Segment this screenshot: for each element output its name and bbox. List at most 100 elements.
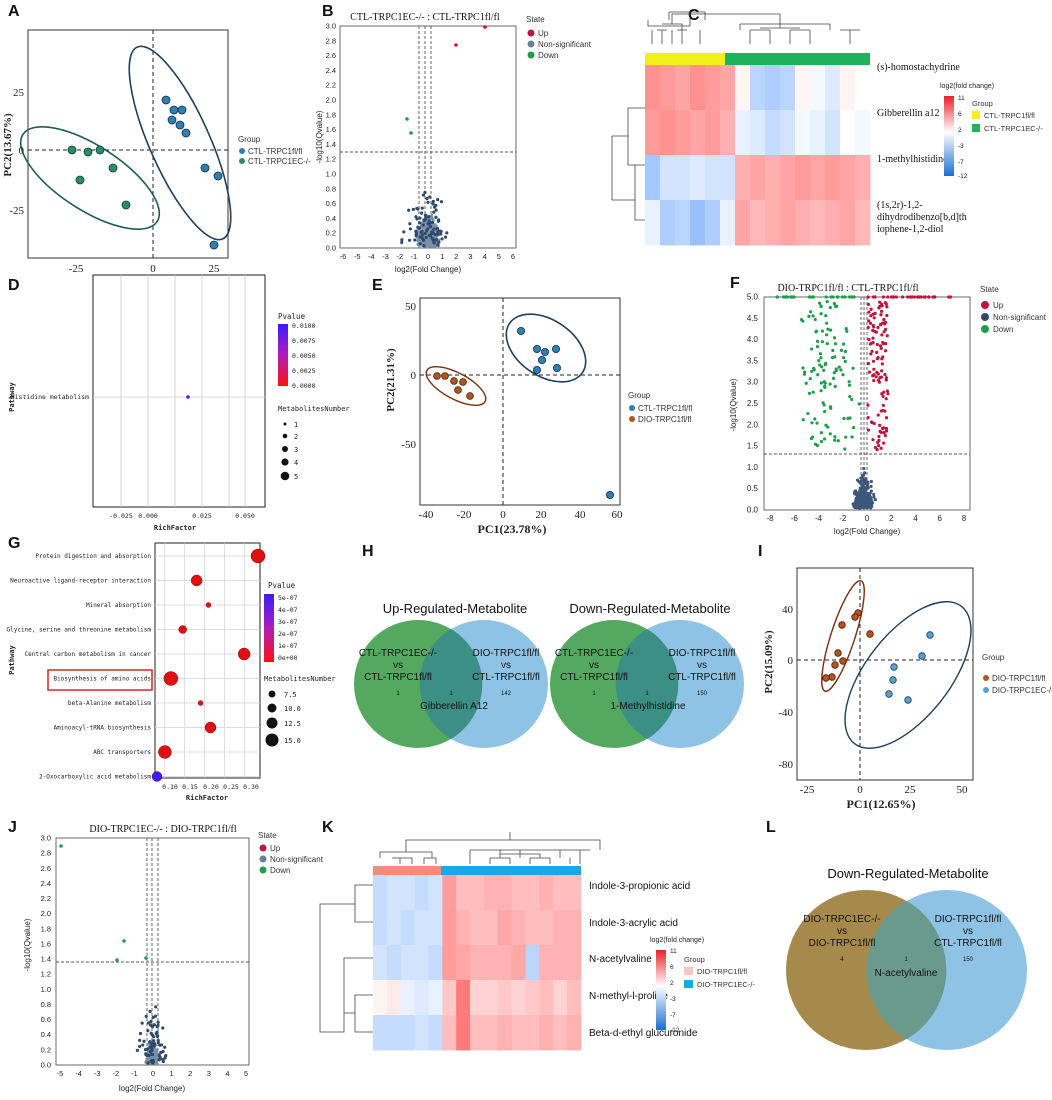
down-point: [852, 295, 856, 299]
down-point: [809, 436, 814, 441]
tick: 2.0: [326, 96, 336, 105]
venn-label: CTL-TRPC1fl/fl: [668, 672, 736, 683]
down-point: [816, 373, 820, 377]
pca-point: [75, 175, 85, 185]
down-point: [825, 342, 829, 346]
heatmap-cell: [373, 1015, 388, 1051]
heatmap-cell: [442, 980, 457, 1016]
scale-tick: 2: [294, 433, 298, 441]
heatmap-cell: [553, 875, 568, 911]
down-point: [819, 389, 823, 393]
down-point: [845, 329, 849, 333]
pathway-label: ABC transporters: [93, 749, 151, 756]
heatmap-cell: [750, 110, 766, 156]
heatmap-cell: [645, 200, 661, 246]
up-point: [885, 389, 890, 393]
tick: -6: [791, 514, 799, 523]
pca-point: [533, 365, 542, 374]
tick: 4: [913, 514, 918, 523]
pca-point: [83, 147, 93, 157]
down-point: [851, 366, 855, 370]
down-point: [837, 365, 841, 369]
heatmap-cell: [470, 980, 485, 1016]
down-point: [834, 368, 838, 372]
down-point: [828, 405, 833, 409]
heatmap-k: [373, 875, 582, 1051]
dendrogram-rows: [319, 884, 373, 1033]
scale-tick: -12: [670, 1027, 680, 1034]
axis-label-x: PC1(12.65%): [847, 797, 916, 811]
volcano-point: [415, 217, 419, 221]
heatmap-cell: [497, 945, 513, 981]
axis-label-x: log2(Fold Change): [119, 1084, 186, 1093]
volcano-point: [434, 208, 438, 212]
venn-up-title: Up-Regulated-Metabolite: [383, 601, 528, 616]
heatmap-cell: [511, 945, 526, 981]
tick: -4: [75, 1069, 82, 1078]
up-point: [882, 330, 886, 334]
heatmap-cell: [810, 110, 826, 156]
down-point: [848, 295, 852, 299]
tick: 1.8: [41, 924, 51, 933]
panel-letter-j: J: [8, 819, 17, 836]
volcano-point: [400, 238, 404, 242]
axis-label-x: RichFactor: [186, 794, 228, 802]
tick: 1.6: [41, 939, 51, 948]
volcano-point: [423, 213, 428, 217]
down-point: [813, 317, 817, 322]
down-point: [843, 359, 847, 364]
up-point: [885, 305, 889, 309]
up-point: [923, 295, 927, 299]
volcano-point: [149, 1031, 153, 1035]
volcano-point: [423, 231, 427, 236]
axis-label-y: PC2(13.67%): [2, 113, 14, 177]
tick: 4.5: [747, 314, 759, 323]
heatmap-cell: [675, 110, 691, 156]
heatmap-cell: [690, 65, 706, 111]
pvalue-title: Pvalue: [268, 581, 296, 590]
down-point: [820, 340, 824, 344]
heatmap-cell: [386, 945, 402, 981]
heatmap-cell: [720, 200, 736, 246]
legend-swatch: [527, 40, 535, 48]
volcano-points-b: [400, 190, 449, 248]
tick: 1.5: [747, 442, 759, 451]
up-point: [876, 444, 881, 448]
heatmap-cell: [795, 200, 811, 246]
pca-point: [161, 95, 171, 105]
scale-tick: 2e-07: [278, 630, 298, 638]
row-label: dihydrodibenzo[b,d]th: [877, 212, 967, 223]
heatmap-cell: [840, 110, 856, 156]
venn-title: Down-Regulated-Metabolite: [827, 866, 988, 881]
volcano-point: [143, 1047, 148, 1052]
down-point: [824, 314, 828, 318]
volcano-point: [408, 222, 412, 226]
pca-point: [538, 355, 547, 364]
up-point: [880, 333, 884, 337]
pca-point: [209, 240, 219, 250]
legend-title: Group: [628, 391, 651, 400]
venn-label: DIO-TRPC1fl/fl: [809, 938, 876, 949]
up-point: [866, 403, 870, 407]
heatmap-cell: [525, 945, 540, 981]
heatmap-c: [645, 65, 871, 246]
volcano-point: [857, 492, 861, 496]
panel-letter-f: F: [730, 275, 740, 292]
tick: 20: [536, 509, 548, 521]
up-point: [869, 420, 874, 424]
volcano-point: [152, 1039, 156, 1043]
up-point: [866, 428, 871, 432]
scale-tick: -7: [958, 159, 964, 166]
up-point: [872, 316, 876, 320]
legend-swatch: [981, 325, 989, 333]
heatmap-cell: [553, 1015, 568, 1051]
volcano-point: [862, 466, 866, 471]
volcano-point: [157, 1053, 161, 1058]
venn-label: CTL-TRPC1fl/fl: [934, 938, 1002, 949]
up-point: [879, 313, 883, 317]
up-point: [880, 309, 884, 313]
up-point: [876, 413, 880, 417]
down-point: [807, 314, 811, 318]
volcano-point: [864, 503, 868, 507]
